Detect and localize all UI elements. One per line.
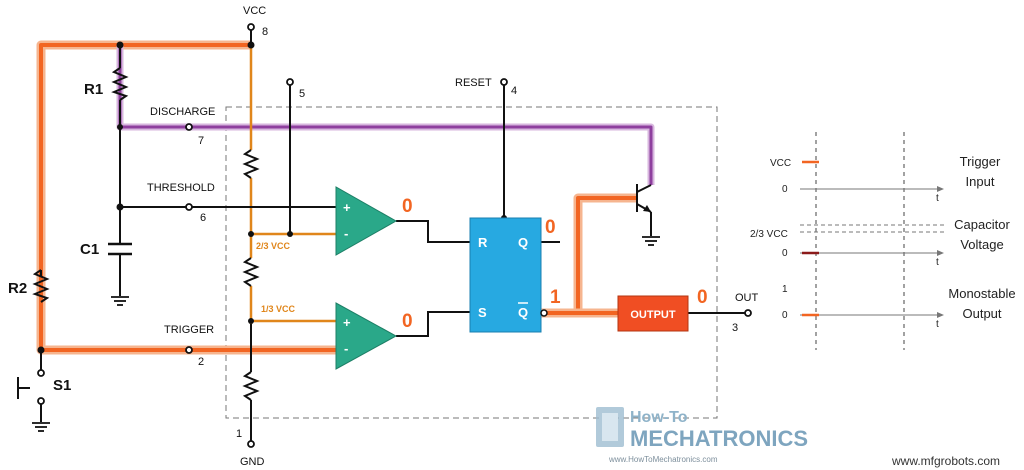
- timing-diagram: VCC 0 t Trigger Input 2/3 VCC 0 t Capaci…: [750, 132, 1016, 350]
- wiring: [40, 28, 748, 443]
- resistor-divider-top: [242, 149, 260, 179]
- trigger-level-low: 0: [782, 184, 788, 195]
- trigger-level-high: VCC: [770, 158, 791, 169]
- capacitor-time-axis: t: [936, 257, 939, 268]
- trigger-title-line1: Trigger: [960, 154, 1001, 169]
- ic-boundary: [225, 106, 718, 419]
- state-q: 0: [545, 217, 556, 238]
- pin-8-label: 8: [262, 26, 268, 38]
- ground-icon: [642, 236, 660, 246]
- capacitor-level-high: 2/3 VCC: [750, 229, 788, 240]
- threshold-label: THRESHOLD: [147, 182, 215, 194]
- pin-5-label: 5: [299, 88, 305, 100]
- logo-line1: How-To: [630, 409, 688, 426]
- vcc-label: VCC: [243, 5, 266, 17]
- comparator-upper: + -: [335, 186, 398, 256]
- pin-3-label: 3: [732, 322, 738, 334]
- flipflop-q-label: Q: [518, 235, 528, 250]
- output-level-high: 1: [782, 284, 788, 295]
- flip-flop: R Q S Q: [469, 217, 542, 333]
- pin-1-label: 1: [236, 428, 242, 440]
- two-thirds-vcc-label: 2/3 VCC: [256, 241, 291, 251]
- flipflop-s-label: S: [478, 305, 487, 320]
- comparator-upper-minus: -: [344, 226, 348, 241]
- output-block: OUTPUT: [617, 295, 689, 332]
- reset-label: RESET: [455, 77, 492, 89]
- state-comparator-lower: 0: [402, 311, 413, 332]
- state-qbar: 1: [550, 287, 561, 308]
- voltage-divider: [249, 45, 336, 324]
- comparator-lower: + -: [335, 302, 398, 370]
- gnd-label: GND: [240, 456, 265, 468]
- pin-circles: [37, 23, 752, 448]
- watermark-text: www.mfgrobots.com: [891, 454, 1000, 468]
- comparator-lower-minus: -: [344, 341, 348, 356]
- discharge-transistor: [636, 184, 652, 213]
- comparator-upper-plus: +: [343, 200, 351, 215]
- switch-s1: [17, 377, 30, 399]
- logo-line2: MECHATRONICS: [630, 426, 808, 451]
- ground-icon: [111, 296, 129, 306]
- resistor-r2: [32, 269, 50, 303]
- one-third-vcc-label: 1/3 VCC: [261, 304, 296, 314]
- r1-label: R1: [84, 81, 103, 98]
- trigger-label: TRIGGER: [164, 324, 214, 336]
- comparator-lower-plus: +: [343, 315, 351, 330]
- discharge-label: DISCHARGE: [150, 106, 215, 118]
- resistor-divider-bottom: [242, 371, 260, 401]
- r2-label: R2: [8, 280, 27, 297]
- logo-url: www.HowToMechatronics.com: [608, 455, 718, 464]
- flipflop-qbar-label: Q: [518, 305, 528, 320]
- pin-6-label: 6: [200, 212, 206, 224]
- capacitor-level-low: 0: [782, 248, 788, 259]
- trigger-title-line2: Input: [966, 174, 995, 189]
- resistor-r1: [111, 67, 129, 101]
- flipflop-r-label: R: [478, 235, 488, 250]
- capacitor-c1: [108, 242, 132, 256]
- output-time-axis: t: [936, 319, 939, 330]
- trigger-time-axis: t: [936, 193, 939, 204]
- output-level-low: 0: [782, 310, 788, 321]
- ground-icon: [32, 422, 50, 432]
- qbar-bubble: [540, 309, 548, 317]
- howtomechatronics-logo: How-To MECHATRONICS www.HowToMechatronic…: [596, 407, 808, 464]
- resistor-divider-mid: [242, 257, 260, 287]
- pin-2-label: 2: [198, 356, 204, 368]
- capacitor-title-line2: Voltage: [960, 237, 1003, 252]
- capacitor-title-line1: Capacitor: [954, 217, 1010, 232]
- s1-label: S1: [53, 377, 71, 394]
- state-comparator-upper: 0: [402, 196, 413, 217]
- pin-4-label: 4: [511, 85, 517, 97]
- output-title-line1: Monostable: [948, 286, 1015, 301]
- discharge-path: [116, 45, 655, 185]
- pin-7-label: 7: [198, 135, 204, 147]
- output-block-label: OUTPUT: [630, 309, 676, 321]
- out-label: OUT: [735, 292, 759, 304]
- c1-label: C1: [80, 241, 99, 258]
- state-out: 0: [697, 287, 708, 308]
- output-title-line2: Output: [962, 306, 1001, 321]
